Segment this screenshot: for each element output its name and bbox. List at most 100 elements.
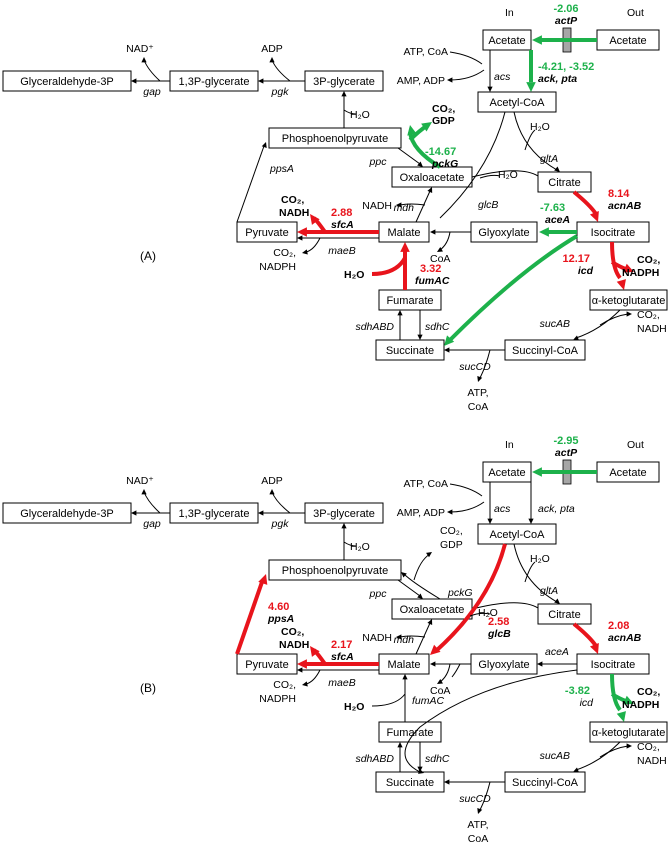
co2-gdp-out	[413, 553, 431, 581]
atp-coa-out-head	[477, 808, 483, 814]
nadh-mdh-head	[396, 202, 402, 208]
sucCD-arrow-head	[444, 779, 450, 785]
acnAB-fold-change: 2.08	[608, 620, 629, 632]
actP-fold-change: -2.06	[553, 3, 578, 15]
metabolite-label: Phosphoenolpyruvate	[282, 133, 388, 145]
cofactor-nadh-sfcA: NADH	[279, 207, 309, 219]
nad-in	[143, 491, 161, 514]
ppc-arrow-head	[417, 161, 423, 167]
acs-arrow-head	[487, 518, 493, 524]
acs-arrow-head	[487, 86, 493, 92]
pckG-fold-change: -14.67	[425, 146, 456, 158]
sucAB-arrow	[575, 741, 621, 771]
co2-nadph-flux-head	[623, 695, 634, 705]
gltA-arrow	[513, 111, 558, 171]
header-out: Out	[627, 439, 644, 451]
h2o-fum-flux	[371, 256, 407, 276]
nad-in	[143, 59, 161, 82]
gltA-arrow-head	[554, 598, 560, 604]
metabolite-label: 3P-glycerate	[313, 508, 375, 520]
atp-coa-in	[449, 51, 483, 65]
icd-enzyme: icd	[578, 265, 594, 277]
ppsA-fold-change: 4.60	[268, 601, 289, 613]
cofactor-h2o-glta: H₂O	[530, 553, 550, 565]
metabolite-isocitrate: Isocitrate	[576, 653, 650, 675]
metabolite-label: Fumarate	[386, 727, 433, 739]
pckG-flux-head	[407, 125, 417, 136]
cofactor-h2o-fum: H₂O	[344, 269, 364, 281]
aceA-flux-succinate-head	[444, 335, 455, 346]
enzyme-ack-pta: ack, pta	[538, 503, 575, 515]
cofactor-adp: ADP	[261, 43, 283, 55]
cofactor-coa-glcb: CoA	[430, 253, 450, 265]
sucCD-arrow-head	[444, 347, 450, 353]
enzyme-sdhC: sdhC	[425, 321, 450, 333]
enzyme-pgk: pgk	[271, 518, 290, 530]
cofactor-h2o-pep: H₂O	[350, 109, 370, 121]
metabolite-succinylcoa: Succinyl-CoA	[504, 771, 586, 793]
amp-adp-out	[449, 69, 485, 81]
co2-nadph-maeB	[305, 237, 321, 253]
enolase-arrow-head	[341, 91, 347, 97]
enzyme-ppc: ppc	[369, 588, 388, 600]
metabolite-label: Succinate	[386, 345, 434, 357]
oaa-to-citrate	[471, 602, 539, 610]
metabolite-label: Pyruvate	[245, 227, 288, 239]
metabolite-pyruvate: Pyruvate	[236, 221, 298, 243]
oaa-to-citrate	[471, 170, 539, 178]
glcB-fold-change: 2.58	[488, 616, 509, 628]
ack-pta-enzyme: ack, pta	[538, 73, 577, 85]
co2-nadh-sfcA-head	[310, 214, 320, 225]
header-in: In	[505, 7, 514, 19]
ppsA-arrow	[236, 145, 265, 223]
glcB-arrow-head	[430, 229, 436, 235]
maeB-arrow-head	[297, 235, 303, 241]
atp-coa-in	[449, 483, 483, 497]
enzyme-aceA: aceA	[545, 646, 569, 658]
pckG-flux	[408, 131, 442, 169]
enzyme-glcB: glcB	[478, 199, 498, 211]
metabolite-label: Oxaloacetate	[400, 604, 465, 616]
metabolite-bpg: 1,3P-glycerate	[169, 70, 259, 92]
actP-fold-change: -2.95	[553, 435, 578, 447]
cofactor-adp: ADP	[261, 475, 283, 487]
atp-coa-out	[479, 781, 491, 811]
co2-nadh-suc	[599, 745, 629, 758]
aceA-fold-change: -7.63	[540, 202, 565, 214]
co2-nadph-flux-head	[623, 263, 634, 273]
acnAB-flux-head	[589, 211, 599, 222]
metabolite-acetylcoa: Acetyl-CoA	[477, 91, 557, 113]
amp-adp-out	[449, 501, 485, 513]
enzyme-acs: acs	[494, 503, 511, 515]
metabolite-label: Isocitrate	[591, 659, 636, 671]
h2o-glta	[524, 129, 536, 151]
aceA-succinate	[404, 669, 578, 773]
gap-arrow-head	[131, 78, 137, 84]
enzyme-fumAC: fumAC	[412, 695, 445, 707]
enzyme-ppc: ppc	[369, 156, 388, 168]
cofactor-h2o-pep: H₂O	[350, 541, 370, 553]
nad-in-head	[141, 57, 147, 63]
enzyme-ppsA: ppsA	[269, 163, 294, 175]
aceA-enzyme: aceA	[545, 214, 570, 226]
metabolite-label: Isocitrate	[591, 227, 636, 239]
enzyme-sdhABD: sdhABD	[355, 321, 394, 333]
co2-nadh-sfcA-head	[310, 646, 320, 657]
co2-nadh-suc-head	[626, 743, 632, 749]
ack-pta-fold-change: -4.21, -3.52	[538, 61, 594, 73]
metabolite-label: Phosphoenolpyruvate	[282, 565, 388, 577]
enzyme-maeB: maeB	[328, 677, 355, 689]
metabolite-label: Succinyl-CoA	[512, 345, 579, 357]
sucAB-arrow	[575, 309, 621, 339]
sfcA-enzyme: sfcA	[331, 651, 354, 663]
metabolite-succinate: Succinate	[375, 771, 445, 793]
cofactor-nadh-sucAB: NADH	[637, 323, 667, 335]
metabolite-label: α-ketoglutarate	[592, 727, 666, 739]
sdhABD-arrow-head	[397, 310, 403, 316]
icd-flux	[610, 241, 622, 280]
ppc-arrow-head	[417, 593, 423, 599]
ppc-arrow	[397, 579, 421, 597]
ppsA-flux	[235, 581, 264, 655]
metabolite-p3g: 3P-glycerate	[304, 70, 384, 92]
